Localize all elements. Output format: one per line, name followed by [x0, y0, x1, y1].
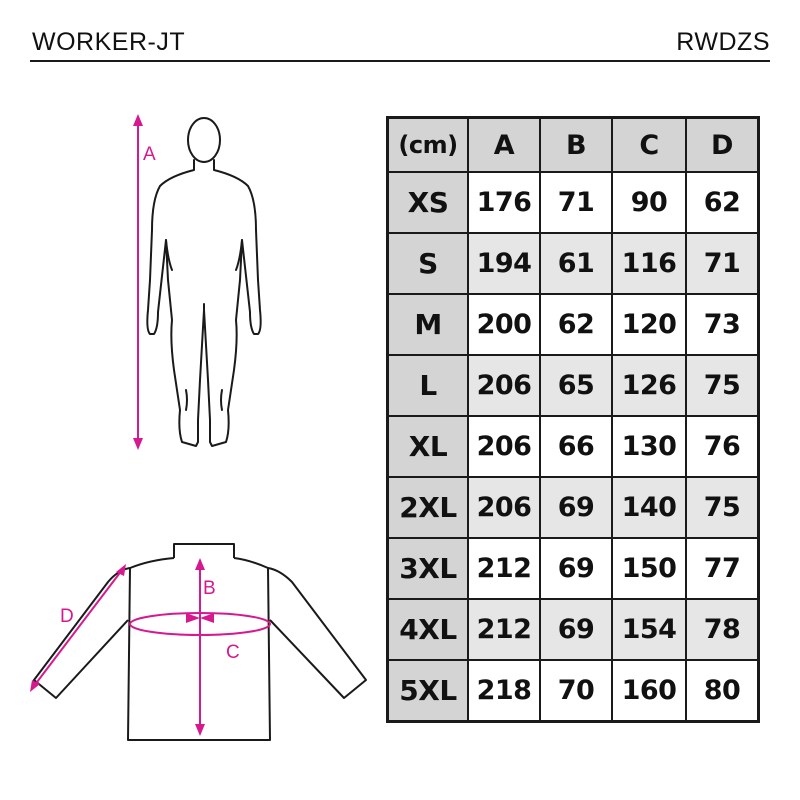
- value-cell: 212: [467, 598, 541, 661]
- table-row: XL 206 66 130 76: [386, 415, 760, 478]
- chest-measure-ellipse: [129, 612, 271, 636]
- value-cell: 200: [467, 293, 541, 356]
- value-cell: 71: [685, 232, 760, 295]
- header-unit: (cm): [386, 116, 469, 173]
- product-name: WORKER-JT: [32, 28, 186, 56]
- table-row: 4XL 212 69 154 78: [386, 598, 760, 661]
- value-cell: 75: [685, 476, 760, 539]
- value-cell: 176: [467, 171, 541, 234]
- value-cell: 212: [467, 537, 541, 600]
- value-cell: 154: [611, 598, 687, 661]
- value-cell: 130: [611, 415, 687, 478]
- body-silhouette-diagram: A: [133, 114, 262, 450]
- measure-label-b: B: [203, 578, 216, 599]
- size-cell: S: [386, 232, 469, 295]
- value-cell: 62: [539, 293, 613, 356]
- table-row: M 200 62 120 73: [386, 293, 760, 356]
- measure-label-a: A: [143, 144, 156, 165]
- value-cell: 71: [539, 171, 613, 234]
- value-cell: 194: [467, 232, 541, 295]
- size-cell: L: [386, 354, 469, 417]
- value-cell: 73: [685, 293, 760, 356]
- value-cell: 69: [539, 598, 613, 661]
- header-divider: [30, 60, 770, 62]
- jacket-diagram: D B C: [30, 543, 367, 741]
- value-cell: 62: [685, 171, 760, 234]
- value-cell: 69: [539, 476, 613, 539]
- value-cell: 206: [467, 354, 541, 417]
- value-cell: 206: [467, 476, 541, 539]
- value-cell: 126: [611, 354, 687, 417]
- value-cell: 160: [611, 659, 687, 723]
- table-row: L 206 65 126 75: [386, 354, 760, 417]
- value-cell: 206: [467, 415, 541, 478]
- product-code: RWDZS: [676, 28, 770, 56]
- value-cell: 70: [539, 659, 613, 723]
- size-cell: 2XL: [386, 476, 469, 539]
- table-header-row: (cm) A B C D: [386, 116, 760, 173]
- size-chart-table: (cm) A B C D XS 176 71 90 62 S 194 61 11…: [386, 116, 760, 723]
- table-row: 5XL 218 70 160 80: [386, 659, 760, 723]
- human-figure-icon: [146, 117, 262, 447]
- header-b: B: [539, 116, 613, 173]
- measure-label-c: C: [226, 642, 240, 663]
- height-measure-arrow: [133, 114, 143, 450]
- back-length-measure-arrow: [186, 558, 214, 736]
- size-cell: XL: [386, 415, 469, 478]
- size-cell: M: [386, 293, 469, 356]
- value-cell: 69: [539, 537, 613, 600]
- size-cell: XS: [386, 171, 469, 234]
- value-cell: 150: [611, 537, 687, 600]
- value-cell: 80: [685, 659, 760, 723]
- header-c: C: [611, 116, 687, 173]
- measure-label-d: D: [60, 606, 74, 627]
- size-cell: 5XL: [386, 659, 469, 723]
- value-cell: 78: [685, 598, 760, 661]
- value-cell: 65: [539, 354, 613, 417]
- value-cell: 90: [611, 171, 687, 234]
- jacket-outline-icon: [33, 543, 367, 741]
- value-cell: 66: [539, 415, 613, 478]
- table-row: S 194 61 116 71: [386, 232, 760, 295]
- value-cell: 75: [685, 354, 760, 417]
- table-row: 3XL 212 69 150 77: [386, 537, 760, 600]
- table-row: XS 176 71 90 62: [386, 171, 760, 234]
- value-cell: 61: [539, 232, 613, 295]
- size-cell: 4XL: [386, 598, 469, 661]
- value-cell: 76: [685, 415, 760, 478]
- value-cell: 116: [611, 232, 687, 295]
- value-cell: 218: [467, 659, 541, 723]
- value-cell: 120: [611, 293, 687, 356]
- header-d: D: [685, 116, 760, 173]
- value-cell: 77: [685, 537, 760, 600]
- value-cell: 140: [611, 476, 687, 539]
- size-cell: 3XL: [386, 537, 469, 600]
- table-row: 2XL 206 69 140 75: [386, 476, 760, 539]
- header-a: A: [467, 116, 541, 173]
- sleeve-measure-arrow: [30, 564, 126, 692]
